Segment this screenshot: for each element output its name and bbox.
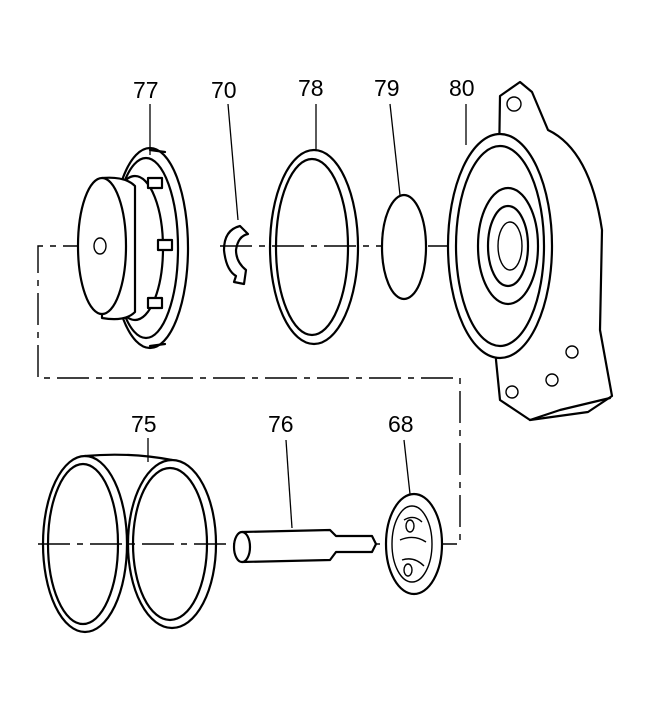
callout-76: 76 <box>268 411 294 437</box>
callout-75: 75 <box>131 411 157 437</box>
part-68-retainer-plate <box>384 439 444 596</box>
part-75-seal-rings <box>41 438 218 634</box>
callout-78: 78 <box>298 75 324 101</box>
callout-80: 80 <box>449 75 475 101</box>
part-76-pin <box>232 439 378 564</box>
part-78-seal-ring <box>268 104 360 346</box>
callout-77: 77 <box>133 77 159 103</box>
part-77-cover <box>76 104 190 350</box>
part-80-housing <box>446 80 614 422</box>
callout-79: 79 <box>374 75 400 101</box>
part-79-disc <box>380 103 428 301</box>
part-70-snap-ring <box>222 103 250 286</box>
callout-70: 70 <box>211 77 237 103</box>
callout-68: 68 <box>388 411 414 437</box>
